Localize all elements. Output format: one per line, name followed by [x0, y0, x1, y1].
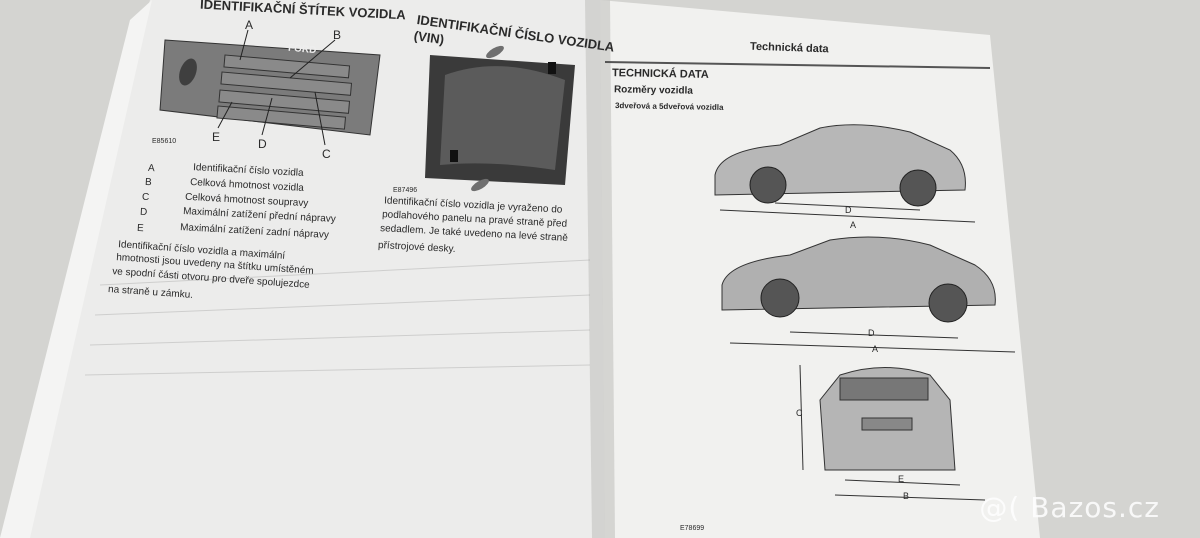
vin-photo — [425, 45, 575, 192]
plate-label-b: B — [333, 28, 342, 42]
plate-label-e: E — [212, 130, 221, 144]
car-side-5door — [721, 236, 1016, 353]
car-side-3door — [714, 124, 976, 223]
fig1-code: E85610 — [152, 138, 177, 145]
dim-label-a1: A — [850, 220, 857, 230]
plate-brand: FORD — [287, 42, 317, 57]
legend-letter-c: C — [141, 191, 150, 204]
dim-label-b: B — [903, 491, 910, 501]
dim-label-e: E — [898, 474, 905, 484]
page-subtitle: Rozměry vozidla — [613, 84, 694, 97]
dim-label-d1: D — [845, 205, 852, 215]
plate-label-c: C — [322, 147, 331, 161]
car-front — [799, 364, 986, 501]
legend-letter-b: B — [144, 176, 152, 189]
dim-label-d2: D — [868, 328, 875, 338]
watermark-logo: @( Bazos.cz — [979, 491, 1160, 524]
legend-letter-a: A — [147, 162, 155, 175]
page-subsubtitle: 3dveřová a 5dveřová vozidla — [614, 101, 724, 112]
page-title: TECHNICKÁ DATA — [611, 67, 709, 81]
plate-label-a: A — [245, 18, 254, 32]
fig2-code: E87496 — [393, 187, 418, 194]
plate-label-d: D — [258, 137, 267, 151]
legend-letter-d: D — [139, 206, 148, 219]
dim-label-c: C — [796, 408, 803, 418]
dim-label-a2: A — [872, 344, 879, 354]
fig3-code: E78699 — [680, 525, 705, 532]
legend-letter-e: E — [136, 222, 144, 235]
id-plate-illustration — [159, 29, 381, 146]
